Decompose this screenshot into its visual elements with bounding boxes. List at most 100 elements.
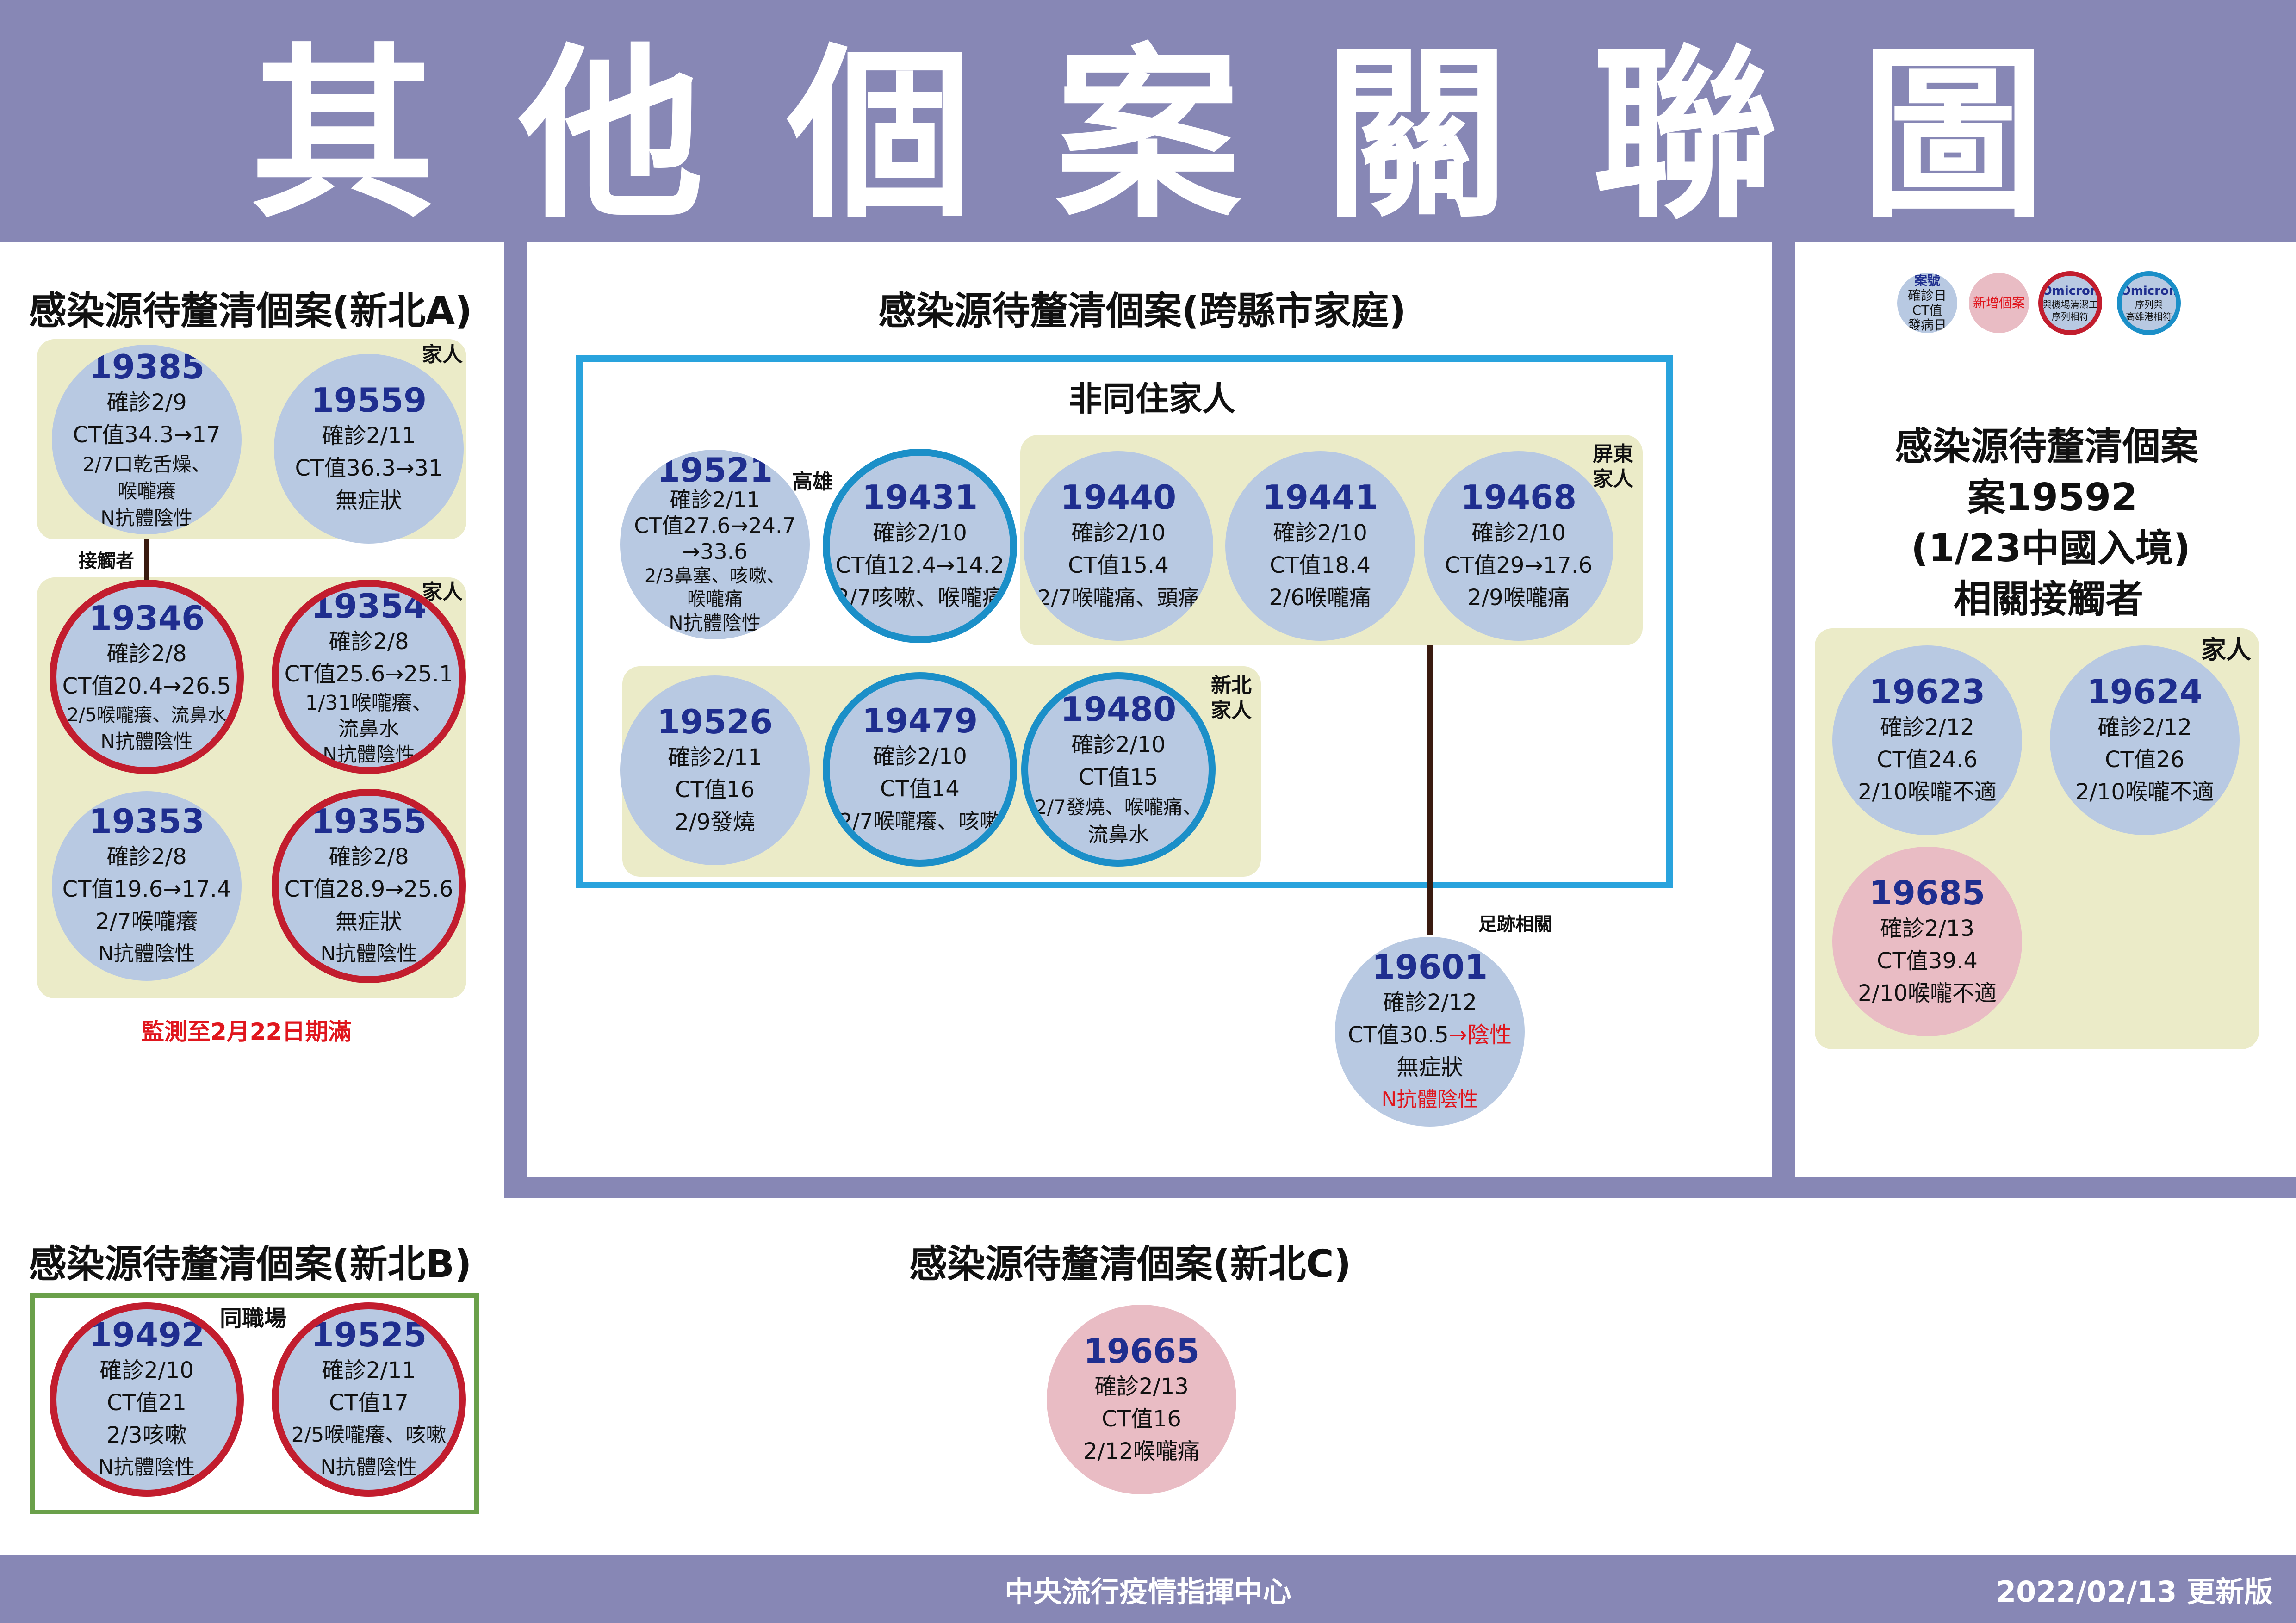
antibody: N抗體陰性 (1381, 1088, 1478, 1111)
section-c-title: 感染源待釐清個案(新北C) (909, 1242, 1352, 1286)
case-id: 19431 (862, 478, 978, 517)
confirm-date: 確診2/11 (322, 423, 416, 449)
ct-value: CT值24.6 (1877, 747, 1978, 773)
family-label: 家人 (422, 580, 463, 604)
legend-key: 案號 確診日 CT值 發病日 (1897, 273, 1957, 333)
case-node-19479[interactable]: 19479 確診2/10 CT值14 2/7喉嚨癢、咳嗽 (823, 672, 1017, 867)
case-node-19526[interactable]: 19526 確診2/11 CT值16 2/9發燒 (620, 675, 810, 865)
symptom: 2/6喉嚨痛 (1269, 585, 1371, 611)
non-cohabiting-label: 非同住家人 (1069, 379, 1236, 418)
confirm-date: 確診2/8 (329, 629, 409, 655)
case-id: 19468 (1460, 478, 1577, 517)
case-node-19623[interactable]: 19623 確診2/12 CT值24.6 2/10喉嚨不適 (1832, 645, 2022, 835)
case-id: 19623 (1869, 672, 1986, 711)
symptom: 喉嚨痛 (687, 588, 743, 610)
case-node-19440[interactable]: 19440 確診2/10 CT值15.4 2/7喉嚨痛、頭痛 (1024, 451, 1213, 641)
frame-band-top (0, 238, 2296, 242)
confirm-date: 確診2/10 (1471, 520, 1566, 546)
case-node-19353[interactable]: 19353 確診2/8 CT值19.6→17.4 2/7喉嚨癢 N抗體陰性 (52, 791, 242, 981)
case-node-19685[interactable]: 19685 確診2/13 CT值39.4 2/10喉嚨不適 (1832, 847, 2022, 1036)
ct-value: CT值30.5→陰性 (1348, 1019, 1512, 1051)
case-id: 19559 (310, 381, 427, 420)
ct-value: CT值34.3→17 (73, 422, 221, 448)
symptom: 2/10喉嚨不適 (2075, 779, 2214, 805)
ct-value-result: →陰性 (1448, 1022, 1512, 1048)
case-node-19346[interactable]: 19346 確診2/8 CT值20.4→26.5 2/5喉嚨癢、流鼻水 N抗體陰… (50, 580, 244, 774)
case-node-19624[interactable]: 19624 確診2/12 CT值26 2/10喉嚨不適 (2050, 645, 2240, 835)
monitoring-note: 監測至2月22日期滿 (141, 1018, 352, 1045)
case-node-19480[interactable]: 19480 確診2/10 CT值15 2/7發燒、喉嚨痛、 流鼻水 (1021, 672, 1216, 867)
legend-key-l3: CT值 (1912, 303, 1942, 318)
case-node-19385[interactable]: 19385 確診2/9 CT值34.3→17 2/7口乾舌燥、 喉嚨癢 N抗體陰… (52, 345, 242, 534)
case-id: 19354 (310, 587, 427, 626)
confirm-date: 確診2/12 (1383, 990, 1477, 1016)
case-node-19354[interactable]: 19354 確診2/8 CT值25.6→25.1 1/31喉嚨癢、 流鼻水 N抗… (272, 580, 466, 774)
symptom: 2/7喉嚨癢、咳嗽 (838, 809, 1001, 834)
confirm-date: 確診2/13 (1094, 1374, 1189, 1400)
ct-value-cont: →33.6 (682, 539, 748, 564)
ct-value: CT值29→17.6 (1445, 552, 1593, 578)
case-id: 19601 (1371, 948, 1488, 986)
footprint-link-line (1427, 645, 1433, 935)
case-node-19441[interactable]: 19441 確診2/10 CT值18.4 2/6喉嚨痛 (1225, 451, 1415, 641)
case-node-19601[interactable]: 19601 確診2/12 CT值30.5→陰性 無症狀 N抗體陰性 (1335, 937, 1525, 1127)
legend-omicron-red-l3: 序列相符 (2052, 311, 2089, 322)
legend-new-case: 新增個案 (1969, 273, 2029, 333)
antibody: N抗體陰性 (100, 507, 193, 529)
case-node-19665[interactable]: 19665 確診2/13 CT值16 2/12喉嚨痛 (1047, 1305, 1236, 1494)
symptom: 流鼻水 (1088, 823, 1149, 847)
frame-band-bottom (504, 1177, 2296, 1198)
case-id: 19526 (657, 702, 773, 741)
ct-value: CT值21 (107, 1390, 186, 1416)
legend-omicron-red: Omicron 與機場清潔工 序列相符 (2038, 271, 2102, 335)
case-node-19521[interactable]: 19521 確診2/11 CT值27.6→24.7 →33.6 2/3鼻塞、咳嗽… (620, 450, 810, 639)
footprint-label: 足跡相關 (1478, 914, 1552, 935)
confirm-date: 確診2/9 (106, 390, 187, 415)
confirm-date: 確診2/10 (99, 1357, 194, 1383)
case-id: 19440 (1060, 478, 1177, 517)
case-node-19492[interactable]: 19492 確診2/10 CT值21 2/3咳嗽 N抗體陰性 (50, 1302, 244, 1497)
confirm-date: 確診2/10 (873, 743, 967, 769)
symptom: 2/3鼻塞、咳嗽、 (644, 565, 786, 587)
symptom: 流鼻水 (338, 717, 399, 741)
ct-value: CT值17 (329, 1390, 409, 1416)
symptom: 喉嚨癢 (117, 480, 176, 502)
case-id: 19624 (2086, 672, 2203, 711)
legend-new-l1: 新增個案 (1973, 295, 2025, 310)
legend-omicron-blue-l1: Omicron (2120, 284, 2178, 298)
case-id: 19685 (1869, 873, 1986, 912)
ct-value: CT值28.9→25.6 (284, 876, 453, 902)
case-id: 19479 (862, 701, 978, 740)
case-node-19525[interactable]: 19525 確診2/11 CT值17 2/5喉嚨癢、咳嗽 N抗體陰性 (272, 1302, 466, 1497)
symptom: 2/10喉嚨不適 (1858, 779, 1997, 805)
case-id: 19665 (1083, 1332, 1200, 1370)
confirm-date: 確診2/11 (670, 487, 760, 512)
case-node-19559[interactable]: 19559 確診2/11 CT值36.3→31 無症狀 (274, 354, 464, 544)
symptom: 2/7咳嗽、喉嚨痛 (835, 585, 1005, 611)
ct-value: CT值25.6→25.1 (284, 661, 453, 687)
frame-band-mid (1772, 238, 1795, 1198)
page-title: 其他個案關聯圖 (250, 28, 2129, 243)
ct-value: CT值15 (1079, 764, 1158, 790)
symptom: 2/10喉嚨不適 (1858, 980, 1997, 1006)
section-b-title: 感染源待釐清個案(新北B) (29, 1242, 472, 1286)
case-id: 19480 (1060, 690, 1177, 729)
footer-agency: 中央流行疫情指揮中心 (1004, 1575, 1291, 1609)
section-a-title: 感染源待釐清個案(新北A) (29, 289, 472, 333)
symptom: 2/7發燒、喉嚨痛、 (1035, 796, 1202, 818)
kaohsiung-label: 高雄 (792, 470, 833, 494)
family-label: 家人 (422, 343, 463, 366)
case-id: 19355 (310, 802, 427, 841)
confirm-date: 確診2/8 (106, 844, 187, 870)
confirm-date: 確診2/10 (1071, 732, 1166, 758)
legend-omicron-blue-l2: 序列與 (2135, 299, 2163, 310)
confirm-date: 確診2/12 (2097, 714, 2192, 740)
confirm-date: 確診2/10 (1071, 520, 1166, 546)
antibody: N抗體陰性 (98, 1456, 195, 1479)
case-node-19468[interactable]: 19468 確診2/10 CT值29→17.6 2/9喉嚨痛 (1424, 451, 1613, 641)
case-node-19431[interactable]: 19431 確診2/10 CT值12.4→14.2 2/7咳嗽、喉嚨痛 (823, 449, 1017, 643)
case-id: 19525 (310, 1315, 427, 1354)
ct-value: CT值26 (2105, 747, 2184, 773)
case-node-19355[interactable]: 19355 確診2/8 CT值28.9→25.6 無症狀 N抗體陰性 (272, 789, 466, 983)
symptom: 2/7口乾舌燥、 (82, 453, 211, 476)
